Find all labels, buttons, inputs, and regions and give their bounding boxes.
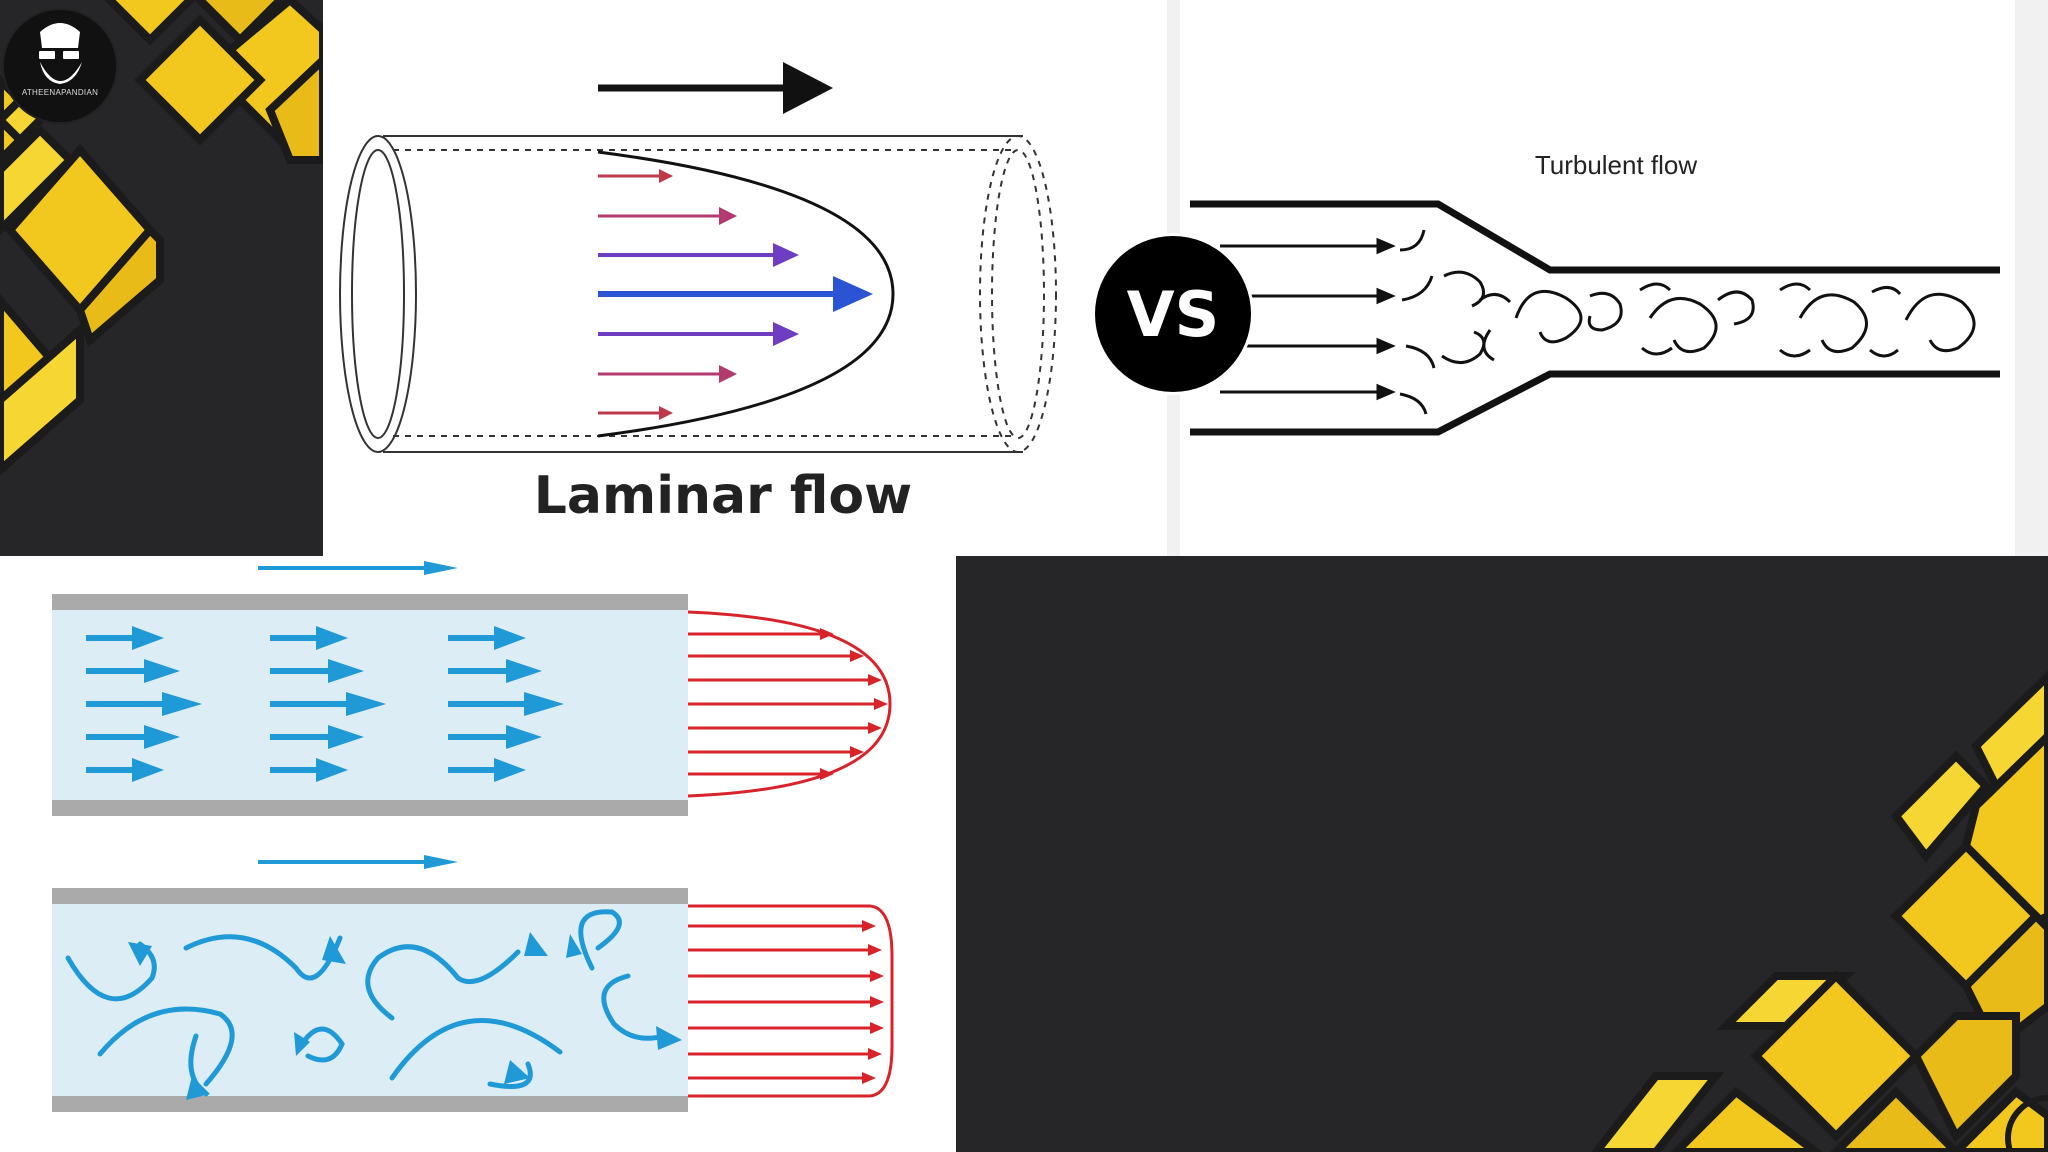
inflow-arrow	[1220, 337, 1396, 355]
decorative-corner-bottom-right	[956, 556, 2048, 1152]
decorative-corner-top-left: ATHEENAPANDIAN	[0, 0, 323, 556]
turbulent-eddies	[1399, 229, 1976, 415]
swirl-arrowheads	[128, 932, 682, 1100]
velocity-arrow	[598, 276, 873, 312]
turbulent-pipe	[52, 855, 894, 1112]
velocity-arrow	[598, 406, 673, 420]
flow-arrow	[270, 626, 348, 650]
velocity-arrow	[598, 169, 673, 183]
flow-arrow	[86, 758, 164, 782]
pipe-interior	[52, 904, 688, 1100]
inflow-arrow	[1220, 237, 1396, 255]
flow-arrow	[270, 725, 364, 749]
brand-logo: ATHEENAPANDIAN	[2, 8, 118, 124]
inflow-arrow	[1220, 383, 1396, 401]
laminar-pipe	[52, 561, 892, 816]
versus-badge: VS	[1095, 236, 1251, 392]
flow-arrow	[448, 692, 564, 716]
pipe-wall	[52, 594, 688, 610]
brand-name: ATHEENAPANDIAN	[21, 88, 99, 97]
flow-arrow	[448, 725, 542, 749]
yellow-hex-pattern	[1590, 670, 2048, 1152]
flow-arrow	[270, 692, 386, 716]
velocity-arrows	[598, 169, 873, 420]
pipe-wall	[52, 800, 688, 816]
flow-arrow	[86, 626, 164, 650]
flow-arrow	[448, 626, 526, 650]
velocity-profile-curve	[597, 150, 895, 438]
velocity-arrow	[598, 322, 799, 346]
turbulent-flow-diagram: Turbulent flow	[1180, 0, 2015, 556]
laminar-flow-title: Laminar flow	[533, 466, 913, 526]
pipe-cylinder	[339, 135, 1057, 453]
bearded-man-icon	[37, 23, 82, 84]
swirling-flow-arrows	[65, 909, 667, 1097]
laminar-flow-diagram: Laminar flow	[323, 0, 1167, 556]
flat-velocity-profile	[688, 904, 894, 1098]
channel-walls	[1190, 200, 2000, 436]
velocity-arrow	[598, 243, 799, 267]
flow-arrow	[86, 692, 202, 716]
flow-arrow	[270, 758, 348, 782]
velocity-arrow	[598, 365, 737, 383]
pipe-wall	[52, 1096, 688, 1112]
divider-strip	[2015, 0, 2048, 556]
parabolic-velocity-profile	[687, 610, 892, 798]
flow-arrow	[448, 659, 542, 683]
pipe-flow-comparison	[0, 556, 956, 1152]
flow-arrow	[86, 659, 180, 683]
flow-arrow	[448, 758, 526, 782]
flow-arrow	[270, 659, 364, 683]
pipe-wall	[52, 888, 688, 904]
flow-direction-arrow	[598, 62, 833, 114]
turbulent-flow-title: Turbulent flow	[1534, 150, 1698, 180]
uniform-flow-arrows	[86, 626, 564, 782]
flow-arrow	[86, 725, 180, 749]
velocity-arrow	[598, 207, 737, 225]
